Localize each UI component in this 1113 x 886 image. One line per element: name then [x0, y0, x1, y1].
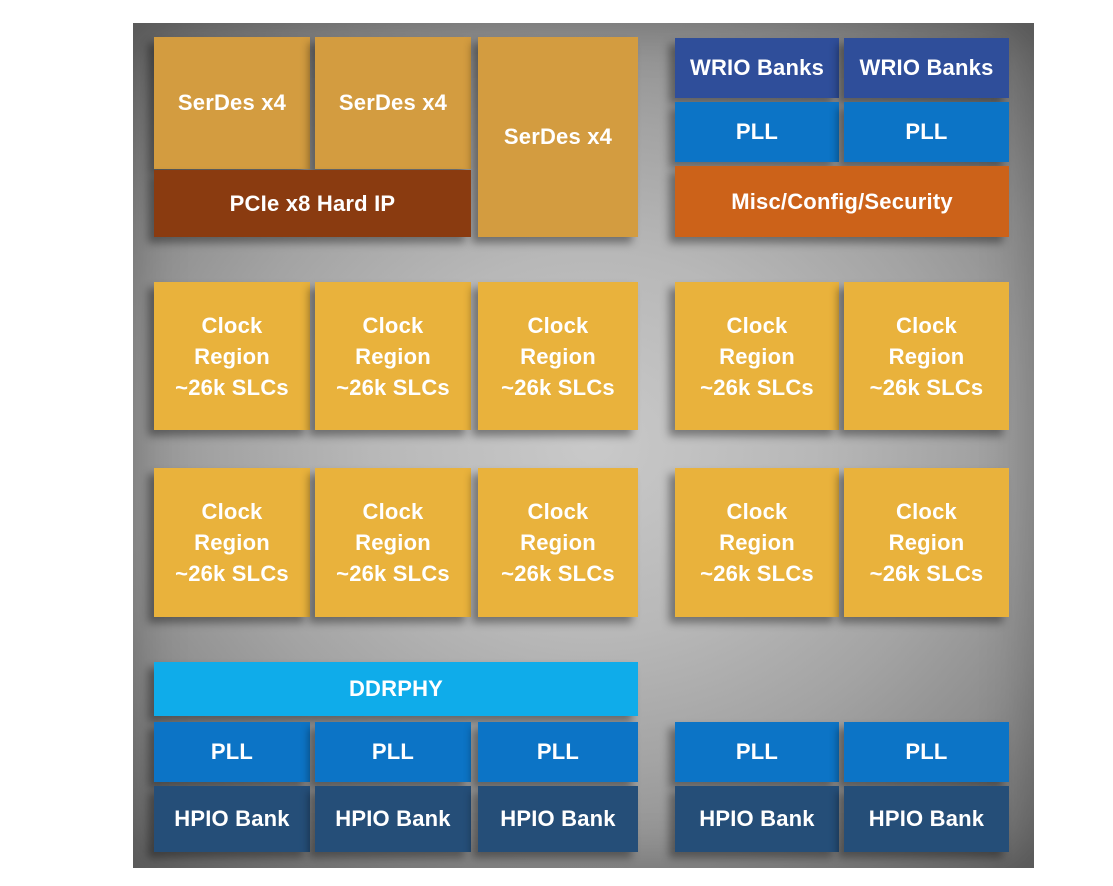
clock-region-block-r2c4: Clock Region ~26k SLCs [675, 468, 839, 617]
pll-block-bottom-right-1: PLL [675, 722, 839, 782]
pll-block-bottom-left-2: PLL [315, 722, 471, 782]
clock-region-block-r2c1: Clock Region ~26k SLCs [154, 468, 310, 617]
hpio-bank-block-right-1: HPIO Bank [675, 786, 839, 852]
hpio-bank-block-left-1: HPIO Bank [154, 786, 310, 852]
serdes-x4-block-2: SerDes x4 [315, 37, 471, 169]
clock-region-block-r1c5: Clock Region ~26k SLCs [844, 282, 1009, 430]
hpio-bank-block-left-3: HPIO Bank [478, 786, 638, 852]
pll-block-bottom-right-2: PLL [844, 722, 1009, 782]
die-background: SerDes x4 SerDes x4 SerDes x4 PCIe x8 Ha… [133, 23, 1034, 868]
clock-region-block-r1c2: Clock Region ~26k SLCs [315, 282, 471, 430]
clock-region-block-r1c3: Clock Region ~26k SLCs [478, 282, 638, 430]
clock-region-block-r2c5: Clock Region ~26k SLCs [844, 468, 1009, 617]
pll-block-top-1: PLL [675, 102, 839, 162]
clock-region-block-r2c2: Clock Region ~26k SLCs [315, 468, 471, 617]
clock-region-block-r2c3: Clock Region ~26k SLCs [478, 468, 638, 617]
hpio-bank-block-right-2: HPIO Bank [844, 786, 1009, 852]
serdes-x4-block-1: SerDes x4 [154, 37, 310, 169]
clock-region-block-r1c1: Clock Region ~26k SLCs [154, 282, 310, 430]
misc-config-security-block: Misc/Config/Security [675, 166, 1009, 237]
clock-region-block-r1c4: Clock Region ~26k SLCs [675, 282, 839, 430]
pll-block-bottom-left-1: PLL [154, 722, 310, 782]
hpio-bank-block-left-2: HPIO Bank [315, 786, 471, 852]
serdes-x4-block-3: SerDes x4 [478, 37, 638, 237]
pcie-x8-hard-ip-block: PCIe x8 Hard IP [154, 170, 471, 237]
wrio-banks-block-1: WRIO Banks [675, 38, 839, 98]
pll-block-bottom-left-3: PLL [478, 722, 638, 782]
wrio-banks-block-2: WRIO Banks [844, 38, 1009, 98]
pll-block-top-2: PLL [844, 102, 1009, 162]
ddrphy-block: DDRPHY [154, 662, 638, 716]
